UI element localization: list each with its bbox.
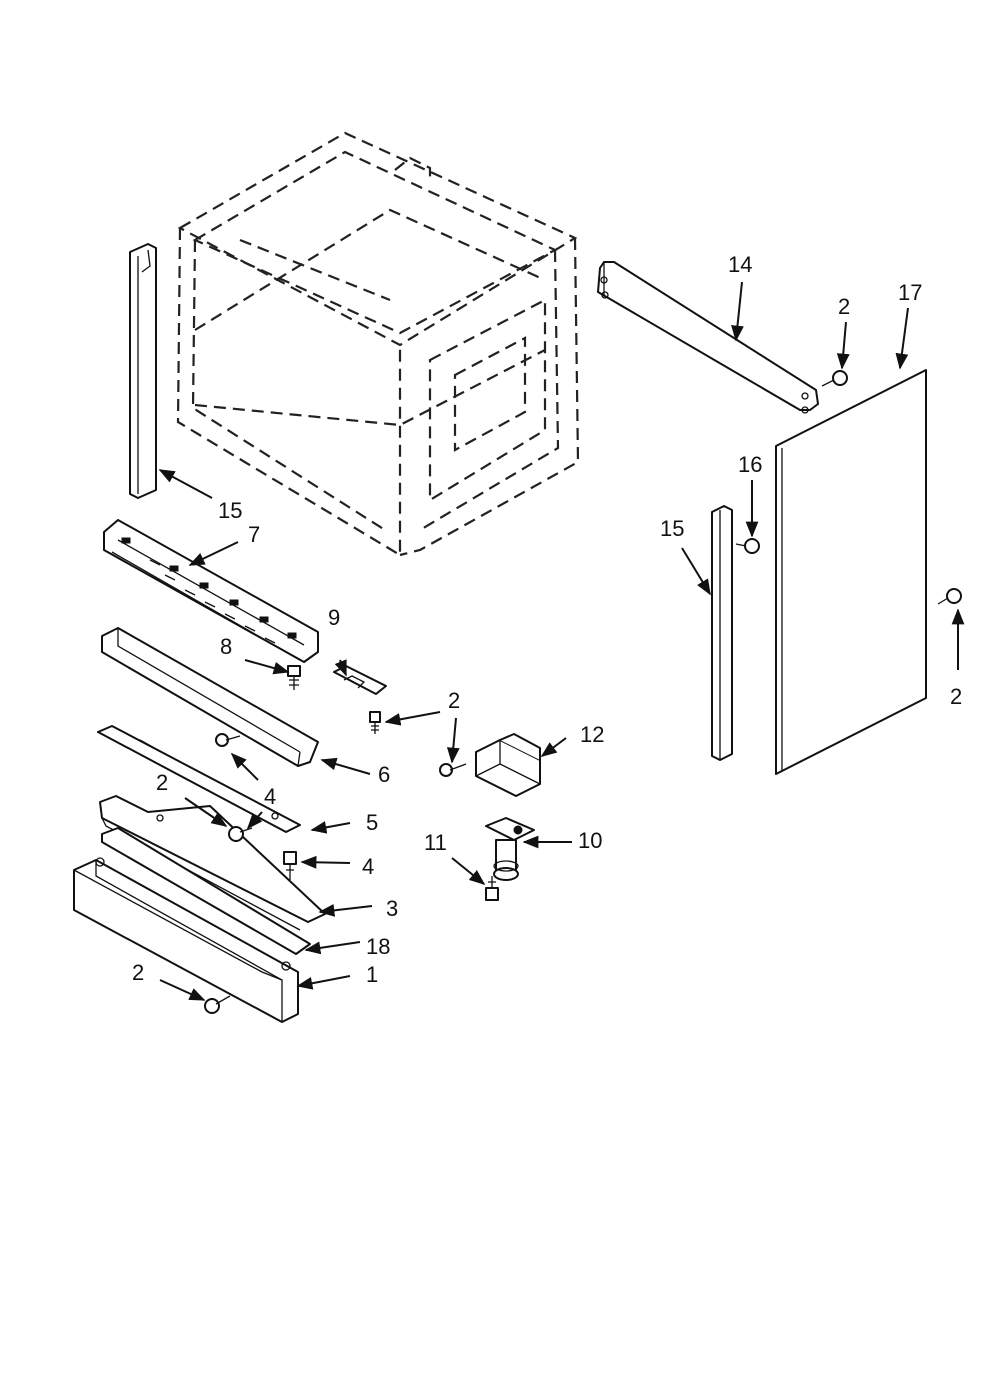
- callout-10: 10: [578, 828, 602, 853]
- callout-2-bottom: 2: [132, 960, 144, 985]
- callout-17: 17: [898, 280, 922, 305]
- leader-lines: [158, 281, 965, 1001]
- part-14-brace: [597, 261, 819, 414]
- callout-6: 6: [378, 762, 390, 787]
- part-10-leveling-leg: [485, 817, 535, 881]
- part-5-flat-strip: [97, 725, 301, 833]
- callout-16: 16: [738, 452, 762, 477]
- screw-icon-2-bracket: [439, 763, 467, 777]
- callout-14: 14: [728, 252, 752, 277]
- callout-18: 18: [366, 934, 390, 959]
- part-17-side-panel: [775, 369, 927, 775]
- callout-11: 11: [424, 830, 447, 855]
- callout-2-clip: 2: [448, 688, 460, 713]
- screw-icon-2-brace: [821, 370, 848, 387]
- part-15-left-channel: [129, 243, 157, 499]
- callout-1: 1: [366, 962, 378, 987]
- screw-icon-9-fastener: [369, 711, 381, 734]
- screw-icon-4-lower: [283, 851, 297, 880]
- callout-2-panel: 2: [950, 684, 962, 709]
- callout-15-right: 15: [660, 516, 684, 541]
- screw-icon-2-panel: [937, 588, 962, 605]
- screw-icon-4-top: [215, 733, 241, 747]
- screw-icon-2-bottom: [204, 995, 231, 1014]
- screw-icon-2-strip: [228, 826, 253, 842]
- callout-7: 7: [248, 522, 260, 547]
- callout-2-strip: 2: [156, 770, 168, 795]
- callout-4-top: 4: [264, 784, 276, 809]
- callout-8: 8: [220, 634, 232, 659]
- callout-9: 9: [328, 605, 340, 630]
- part-18-thin-strip: [101, 827, 311, 955]
- callout-15-left: 15: [218, 498, 242, 523]
- cabinet-outline: [176, 131, 580, 557]
- part-12-bracket: [475, 733, 541, 797]
- part-1-kick-plate: [73, 857, 299, 1023]
- callout-labels: 15 7 8 9 2 6 4 2 5 4 3 18 1 2 12 10 11 1…: [132, 252, 962, 987]
- screw-icon-11: [485, 876, 499, 901]
- screw-icon-8: [287, 665, 301, 690]
- part-3-bent-plate: [99, 795, 326, 931]
- callout-3: 3: [386, 896, 398, 921]
- part-7-slotted-rail: [103, 519, 319, 663]
- part-9-clip: [333, 665, 387, 695]
- callout-4-lower: 4: [362, 854, 374, 879]
- part-6-toe-bar: [101, 627, 319, 767]
- screw-icon-16: [735, 538, 760, 554]
- callout-2-brace: 2: [838, 294, 850, 319]
- part-15-right-channel: [711, 505, 733, 761]
- callout-5: 5: [366, 810, 378, 835]
- callout-12: 12: [580, 722, 604, 747]
